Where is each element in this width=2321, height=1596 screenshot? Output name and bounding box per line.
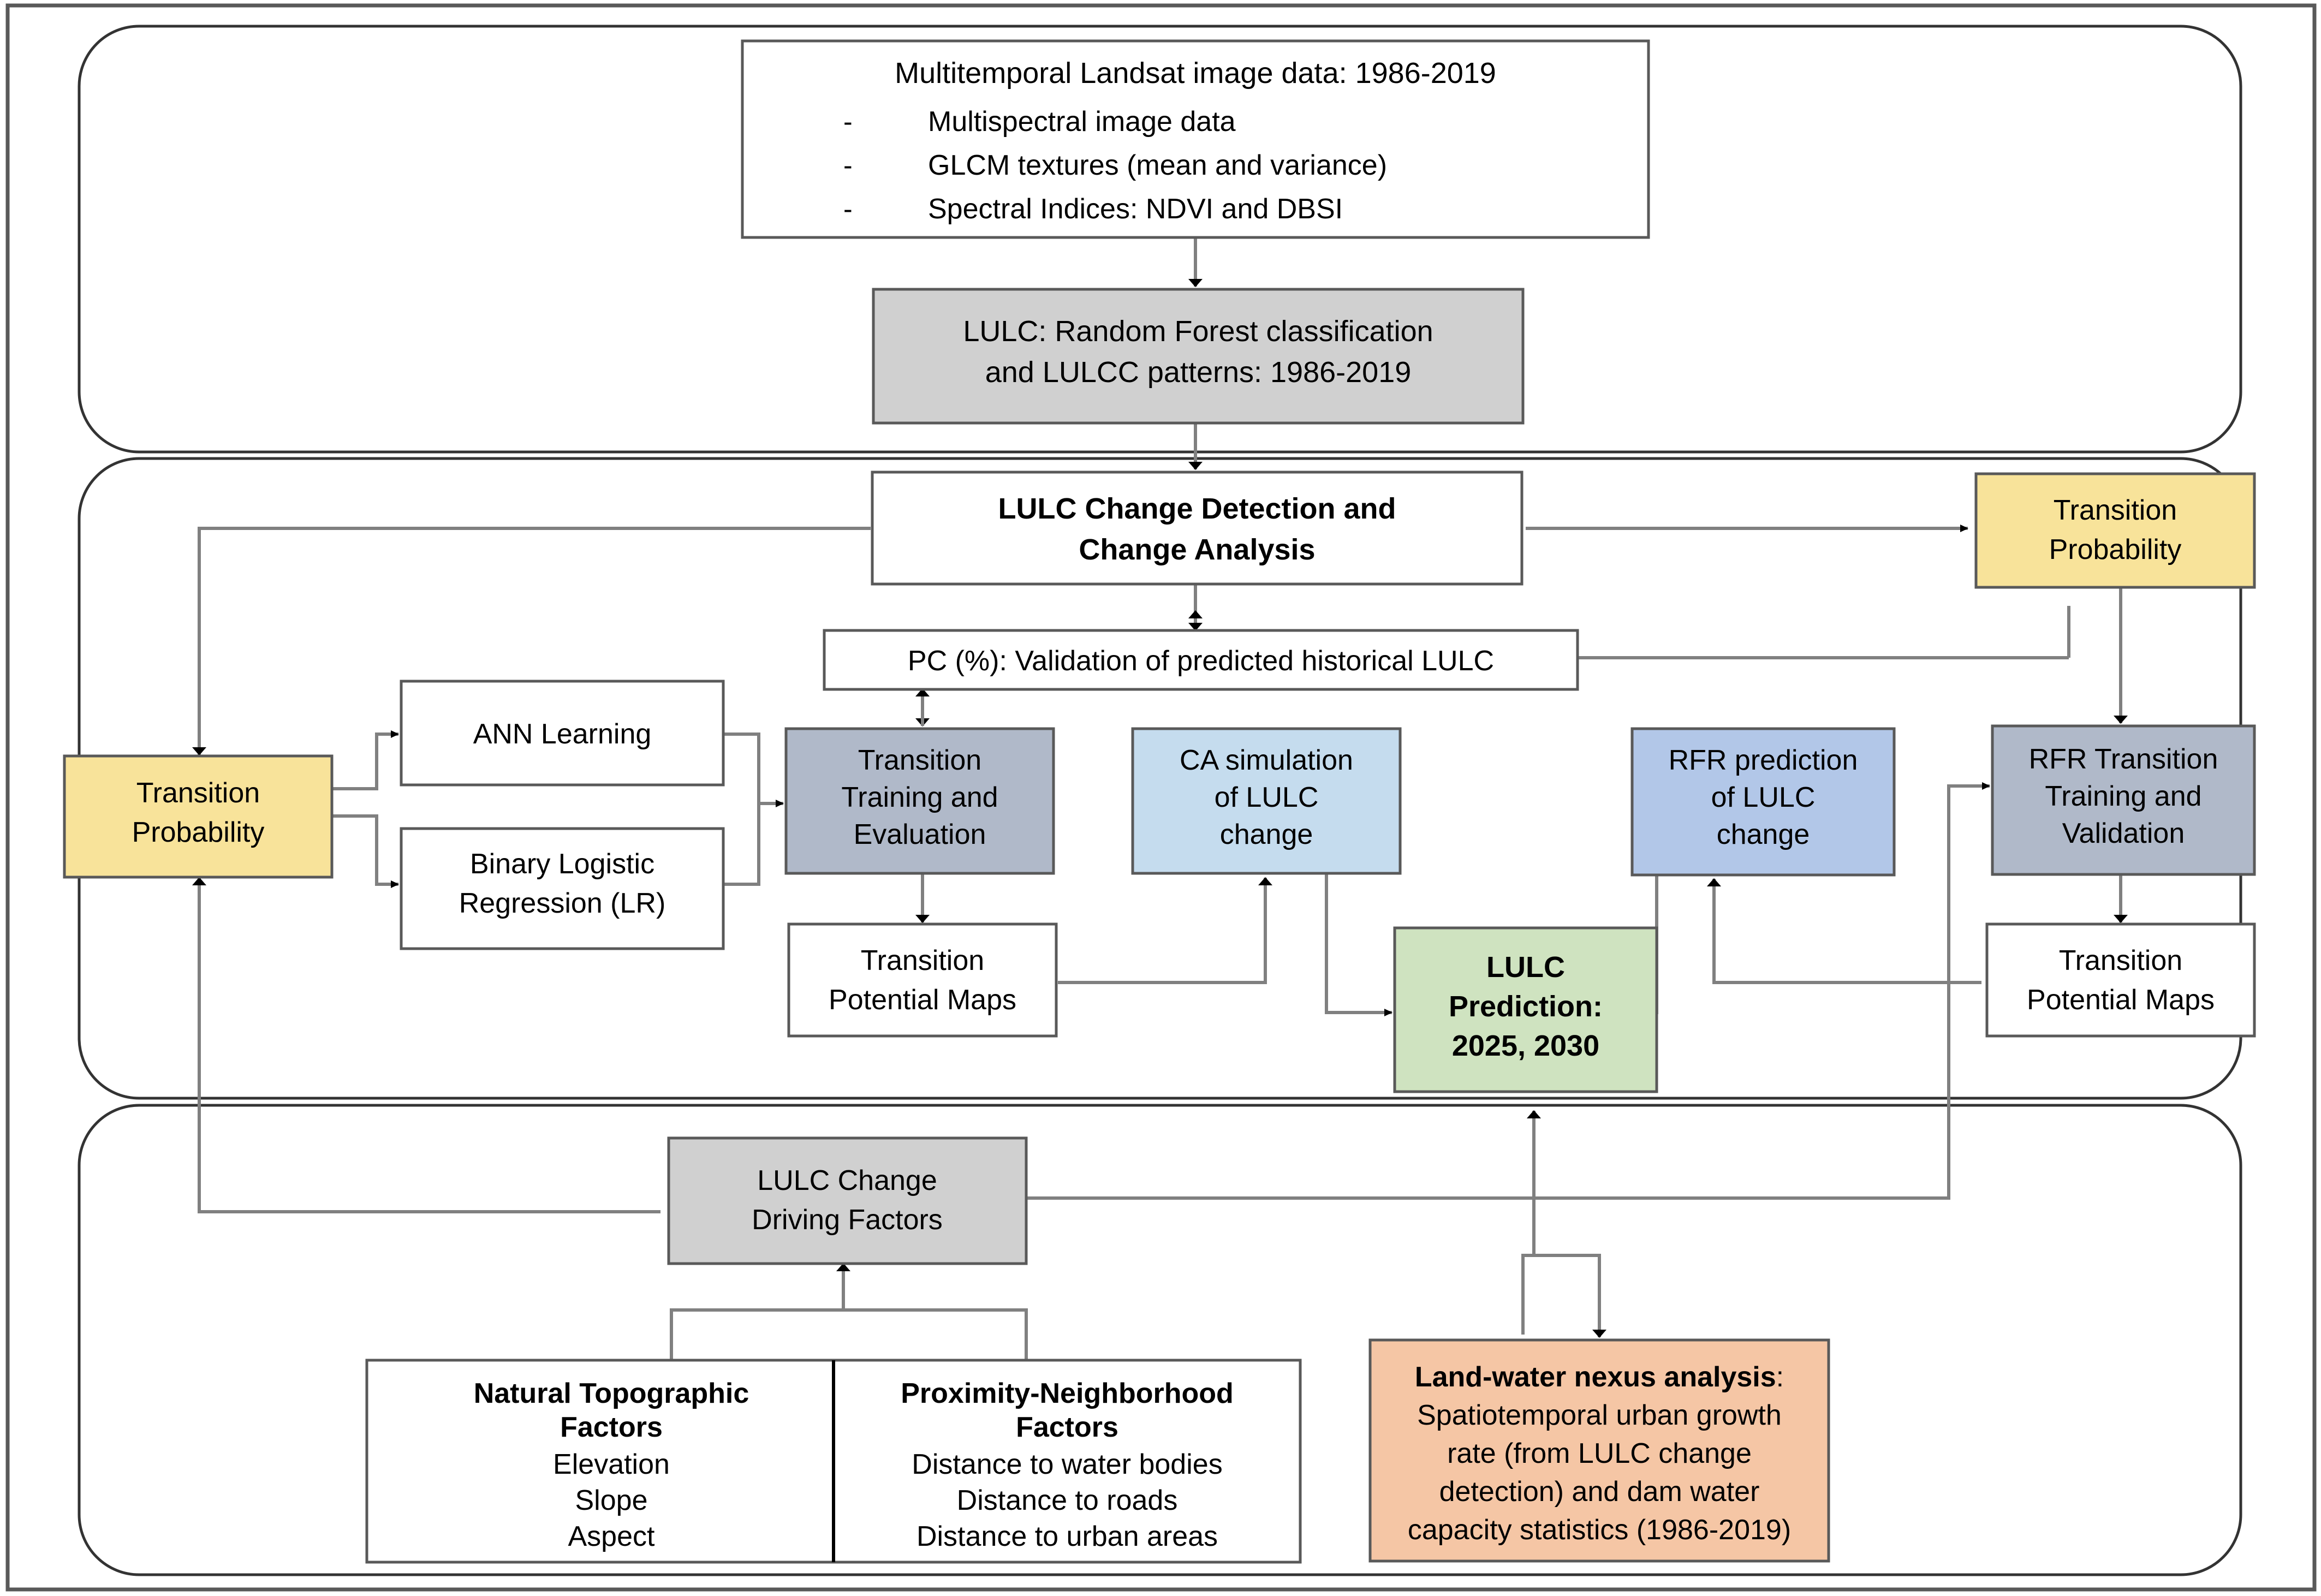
rfrp-line2: of LULC (1711, 782, 1816, 813)
tt-line1: Transition (858, 745, 981, 776)
tp-right-line1: Transition (2054, 495, 2177, 526)
rfrp-line1: RFR prediction (1669, 745, 1858, 776)
tt-line3: Evaluation (854, 819, 986, 850)
prox-item-0: Distance to water bodies (912, 1449, 1222, 1480)
change-line1: LULC Change Detection and (998, 492, 1396, 525)
pred-line1: LULC (1486, 951, 1565, 984)
panel-top (78, 25, 2242, 454)
node-lulc-prediction: LULC Prediction: 2025, 2030 (1393, 926, 1658, 1093)
panel-bottom (78, 1104, 2242, 1576)
node-ca-simulation: CA simulation of LULC change (1131, 727, 1402, 875)
ca-line2: of LULC (1215, 782, 1319, 813)
node-pc-validation: PC (%): Validation of predicted historic… (823, 629, 1579, 691)
prox-heading2: Factors (1016, 1412, 1118, 1443)
ann-text: ANN Learning (473, 718, 652, 750)
rf-line2: and LULCC patterns: 1986-2019 (985, 356, 1412, 389)
node-factors-box: Natural Topographic Factors Elevation Sl… (365, 1359, 1302, 1564)
edge-ann-to-training (723, 733, 784, 807)
nexus-line3: detection) and dam water (1439, 1476, 1760, 1508)
df-line2: Driving Factors (752, 1204, 943, 1236)
nexus-line4: capacity statistics (1986-2019) (1408, 1514, 1791, 1546)
nexus-line1: Spatiotemporal urban growth (1417, 1400, 1782, 1431)
pred-line2: Prediction: (1449, 990, 1603, 1023)
edge-ca-to-prediction (1325, 873, 1392, 1016)
edge-driving-to-rfrtrain (1026, 782, 1990, 1200)
lr-line1: Binary Logistic (470, 848, 654, 880)
edge-nexus-to-prediction (1521, 1110, 1541, 1335)
pc-text: PC (%): Validation of predicted historic… (908, 645, 1494, 677)
edge-lr-to-training (723, 803, 760, 886)
node-transition-potential-maps-left: Transition Potential Maps (787, 922, 1058, 1038)
node-rf-classification: LULC: Random Forest classification and L… (872, 288, 1525, 425)
tpml-line1: Transition (861, 945, 984, 976)
lr-line2: Regression (LR) (459, 888, 666, 919)
df-line1: LULC Change (757, 1165, 937, 1196)
tt-line2: Training and (841, 782, 998, 813)
prox-item-2: Distance to urban areas (917, 1521, 1218, 1552)
prox-item-1: Distance to roads (957, 1485, 1178, 1516)
tpmr-line2: Potential Maps (2027, 984, 2215, 1016)
tp-left-line1: Transition (136, 777, 260, 809)
rfrt-line1: RFR Transition (2029, 743, 2218, 775)
rfrt-line2: Training and (2045, 781, 2201, 812)
landsat-bullet-1: GLCM textures (mean and variance) (928, 150, 1387, 181)
tpml-line2: Potential Maps (829, 984, 1016, 1016)
edge-nexus-elbow (1523, 1254, 1601, 1310)
node-driving-factors: LULC Change Driving Factors (667, 1136, 1028, 1265)
node-transition-training: Transition Training and Evaluation (784, 727, 1055, 875)
change-line2: Change Analysis (1079, 533, 1315, 566)
edge-tp-to-lr (328, 814, 399, 888)
rf-line1: LULC: Random Forest classification (963, 315, 1433, 348)
nat-item-0: Elevation (553, 1449, 670, 1480)
node-binary-logistic-regression: Binary Logistic Regression (LR) (400, 827, 725, 950)
edge-tpm-to-ca (1058, 877, 1272, 984)
node-transition-potential-maps-right: Transition Potential Maps (1985, 922, 2256, 1038)
ca-line1: CA simulation (1180, 745, 1353, 776)
edge-change-to-tp-left (192, 527, 871, 755)
node-rfr-prediction: RFR prediction of LULC change (1630, 727, 1896, 877)
landsat-bullet-dash-1: - (843, 150, 853, 181)
edge-tpm-right-to-rfr (1707, 878, 1981, 984)
node-transition-probability-left: Transition Probability (63, 754, 334, 879)
edge-factors-bracket (670, 1308, 1028, 1359)
node-landsat-input: Multitemporal Landsat image data: 1986-2… (741, 39, 1650, 239)
landsat-title: Multitemporal Landsat image data: 1986-2… (895, 57, 1496, 90)
landsat-bullet-0: Multispectral image data (928, 106, 1236, 138)
nexus-heading: Land-water nexus analysis: (1415, 1361, 1784, 1393)
node-land-water-nexus: Land-water nexus analysis: Spatiotempora… (1368, 1338, 1830, 1563)
landsat-bullet-dash-2: - (843, 194, 853, 224)
node-transition-probability-right: Transition Probability (1974, 472, 2256, 589)
outer-frame (5, 3, 2317, 1592)
nexus-line2: rate (from LULC change (1447, 1438, 1752, 1469)
nat-item-1: Slope (575, 1485, 648, 1516)
rfrp-line3: change (1717, 819, 1810, 850)
node-ann-learning: ANN Learning (400, 680, 725, 787)
tp-left-line2: Probability (132, 817, 265, 848)
nat-heading2: Factors (560, 1412, 663, 1443)
pred-line3: 2025, 2030 (1452, 1029, 1599, 1062)
node-rfr-transition-training: RFR Transition Training and Validation (1991, 724, 2256, 876)
landsat-bullet-2: Spectral Indices: NDVI and DBSI (928, 193, 1343, 225)
landsat-bullet-dash-0: - (843, 106, 853, 137)
tpmr-line1: Transition (2059, 945, 2182, 976)
tp-right-line2: Probability (2049, 534, 2182, 565)
prox-heading1: Proximity-Neighborhood (901, 1378, 1234, 1409)
edge-driving-to-tp-left (192, 877, 660, 1213)
nat-heading1: Natural Topographic (474, 1378, 749, 1409)
edge-tp-to-ann (328, 730, 399, 790)
rfrt-line3: Validation (2062, 818, 2185, 849)
nat-item-2: Aspect (568, 1521, 656, 1552)
ca-line3: change (1220, 819, 1313, 850)
node-change-detection: LULC Change Detection and Change Analysi… (871, 471, 1523, 586)
